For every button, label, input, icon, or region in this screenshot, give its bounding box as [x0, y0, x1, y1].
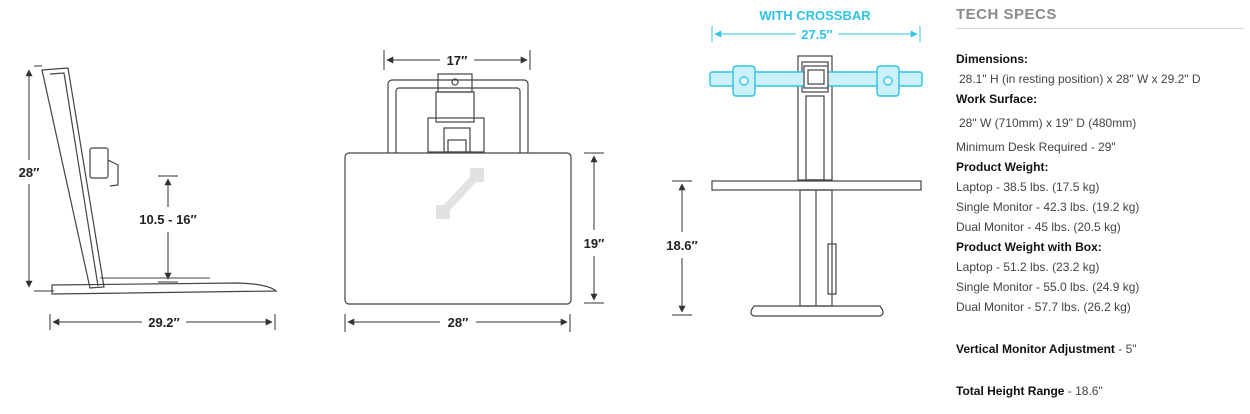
front-crossbar-label: 27.5″ [801, 27, 833, 42]
side-depth-label: 29.2″ [148, 315, 180, 330]
front-crossbar-title: WITH CROSSBAR [759, 8, 871, 23]
dimensions-heading: Dimensions: [956, 52, 1029, 66]
height-range-row: Total Height Range - 18.6" [956, 381, 1244, 401]
top-width-label: 17″ [447, 53, 468, 68]
top-surface-width-label: 28″ [448, 315, 469, 330]
front-dimensions [672, 26, 921, 316]
front-surface-height-label: 18.6″ [666, 238, 698, 253]
top-mount-plate [437, 73, 473, 93]
side-view [41, 67, 278, 295]
weight-heading: Product Weight: [956, 160, 1049, 174]
work-surface-heading: Work Surface: [956, 92, 1038, 106]
top-surface-depth-label: 19″ [584, 236, 605, 251]
side-height-label: 28″ [19, 165, 40, 180]
weight-box-item: Laptop - 51.2 lbs. (23.2 kg) [956, 260, 1100, 274]
front-base [750, 305, 884, 317]
weight-box-item: Dual Monitor - 57.7 lbs. (26.2 kg) [956, 300, 1131, 314]
work-surface-value: 28" W (710mm) x 19" D (480mm) [959, 116, 1137, 130]
weight-box-heading: Product Weight with Box: [956, 240, 1102, 254]
min-desk-required: Minimum Desk Required - 29" [956, 140, 1116, 154]
side-dimensions [25, 65, 276, 330]
side-base [51, 282, 278, 295]
vertical-adjustment-value: - 5" [1114, 342, 1137, 356]
top-dimensions [344, 50, 604, 332]
side-frame [41, 67, 105, 289]
front-work-surface [711, 180, 922, 191]
vertical-adjustment-row: Vertical Monitor Adjustment - 5" [956, 339, 1244, 359]
top-move-arrows [436, 168, 484, 219]
height-range-label: Total Height Range [956, 384, 1065, 398]
weight-item: Laptop - 38.5 lbs. (17.5 kg) [956, 180, 1100, 194]
vertical-adjustment-label: Vertical Monitor Adjustment [956, 342, 1115, 356]
tech-specs-panel: TECH SPECS Dimensions: 28.1" H (in resti… [956, 6, 1244, 401]
height-range-value: - 18.6" [1064, 384, 1103, 398]
side-monitor-bracket [89, 147, 109, 179]
top-view [344, 73, 572, 305]
weight-item: Single Monitor - 42.3 lbs. (19.2 kg) [956, 200, 1140, 214]
front-mount-head [803, 65, 829, 89]
top-work-surface [344, 152, 572, 305]
product-dimension-diagram: 28″ 10.5 - 16″ 29.2″ 17″ 28″ 19″ [19, 8, 923, 332]
tech-specs-title: TECH SPECS [956, 6, 1244, 29]
weight-box-item: Single Monitor - 55.0 lbs. (24.9 kg) [956, 280, 1140, 294]
dimensions-value: 28.1" H (in resting position) x 28" W x … [959, 72, 1201, 86]
side-adjust-label: 10.5 - 16″ [139, 212, 197, 227]
weight-item: Dual Monitor - 45 lbs. (20.5 kg) [956, 220, 1121, 234]
